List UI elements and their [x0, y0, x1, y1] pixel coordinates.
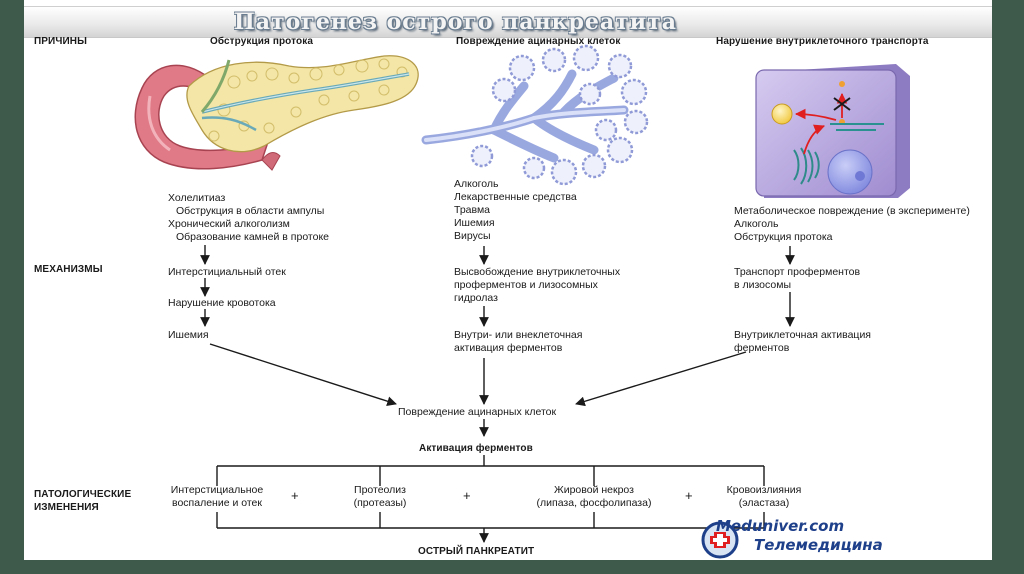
right-mechanism: Транспорт проферментов — [734, 266, 861, 278]
pathology-item-line1: Кровоизлияния — [726, 484, 802, 496]
pathology-item-line2: (эластаза) — [738, 497, 790, 509]
center-mechanism: активация ферментов — [454, 342, 563, 354]
pathology-item-line1: Интерстициальное — [170, 484, 264, 496]
right-cause: Алкоголь — [734, 218, 779, 230]
diagram-graphics — [134, 44, 910, 543]
pathology-item-line2: (липаза, фосфолипаза) — [536, 497, 652, 509]
center-mechanism: Высвобождение внутриклеточных — [454, 266, 621, 278]
outcome-label: ОСТРЫЙ ПАНКРЕАТИТ — [418, 546, 535, 557]
pathology-item-line2: воспаление и отек — [172, 497, 262, 509]
row-label-pathology-line2: ИЗМЕНЕНИЯ — [34, 502, 99, 513]
center-cause: Ишемия — [454, 217, 495, 229]
left-mechanism: Интерстициальный отек — [168, 266, 286, 278]
flow-arrows — [200, 245, 795, 543]
heading-acinar-injury: Повреждение ацинарных клеток — [456, 36, 621, 47]
center-cause: Алкоголь — [454, 178, 499, 190]
center-mechanism: проферментов и лизосомных — [454, 279, 598, 291]
center-cause: Вирусы — [454, 230, 491, 242]
logo-line1: Meduniver.com — [716, 517, 845, 535]
logo-line2: Телемедицина — [754, 536, 883, 554]
plus-sign: + — [685, 488, 693, 503]
left-mechanism: Нарушение кровотока — [168, 297, 276, 309]
center-cause: Лекарственные средства — [454, 191, 577, 203]
pathology-item-line1: Жировой некроз — [554, 484, 634, 496]
row-label-mechanisms: МЕХАНИЗМЫ — [34, 264, 103, 275]
right-mechanism: Внутриклеточная активация — [734, 329, 871, 341]
right-mechanism: в лизосомы — [734, 279, 791, 291]
heading-transport-defect: Нарушение внутриклеточного транспорта — [716, 36, 929, 47]
right-mechanism: ферментов — [734, 342, 790, 354]
right-cause: Метаболическое повреждение (в эксперимен… — [734, 205, 970, 217]
row-label-causes: ПРИЧИНЫ — [34, 36, 87, 47]
acinar-injury-node: Повреждение ацинарных клеток — [398, 406, 557, 418]
pancreas-illustration — [134, 55, 419, 171]
pathology-item-line2: (протеазы) — [353, 497, 407, 509]
diagram-frame: Патогенез острого панкреатита — [24, 0, 992, 560]
right-cause: Обструкция протока — [734, 231, 833, 243]
left-mechanism: Ишемия — [168, 329, 209, 341]
center-cause: Травма — [454, 204, 491, 216]
page-title: Патогенез острого панкреатита — [234, 9, 678, 35]
plus-sign: + — [463, 488, 471, 503]
left-cause: Холелитиаз — [168, 192, 226, 204]
row-label-pathology-line1: ПАТОЛОГИЧЕСКИЕ — [34, 489, 132, 500]
center-mechanism: гидролаз — [454, 292, 498, 304]
heading-duct-obstruction: Обструкция протока — [210, 36, 313, 47]
title-bar: Патогенез острого панкреатита — [24, 6, 992, 38]
left-cause: Обструкция в области ампулы — [176, 205, 325, 217]
acinar-tree-illustration — [421, 44, 649, 186]
plus-sign: + — [291, 488, 299, 503]
left-cause: Хронический алкоголизм — [168, 218, 290, 230]
pathology-item-line1: Протеолиз — [354, 484, 406, 496]
cell-illustration — [755, 64, 910, 198]
meduniver-logo: Meduniver.com Телемедицина — [696, 516, 916, 560]
center-mechanism: Внутри- или внеклеточная — [454, 329, 583, 341]
left-cause: Образование камней в протоке — [176, 231, 330, 243]
enzyme-activation-node: Активация ферментов — [419, 443, 533, 454]
